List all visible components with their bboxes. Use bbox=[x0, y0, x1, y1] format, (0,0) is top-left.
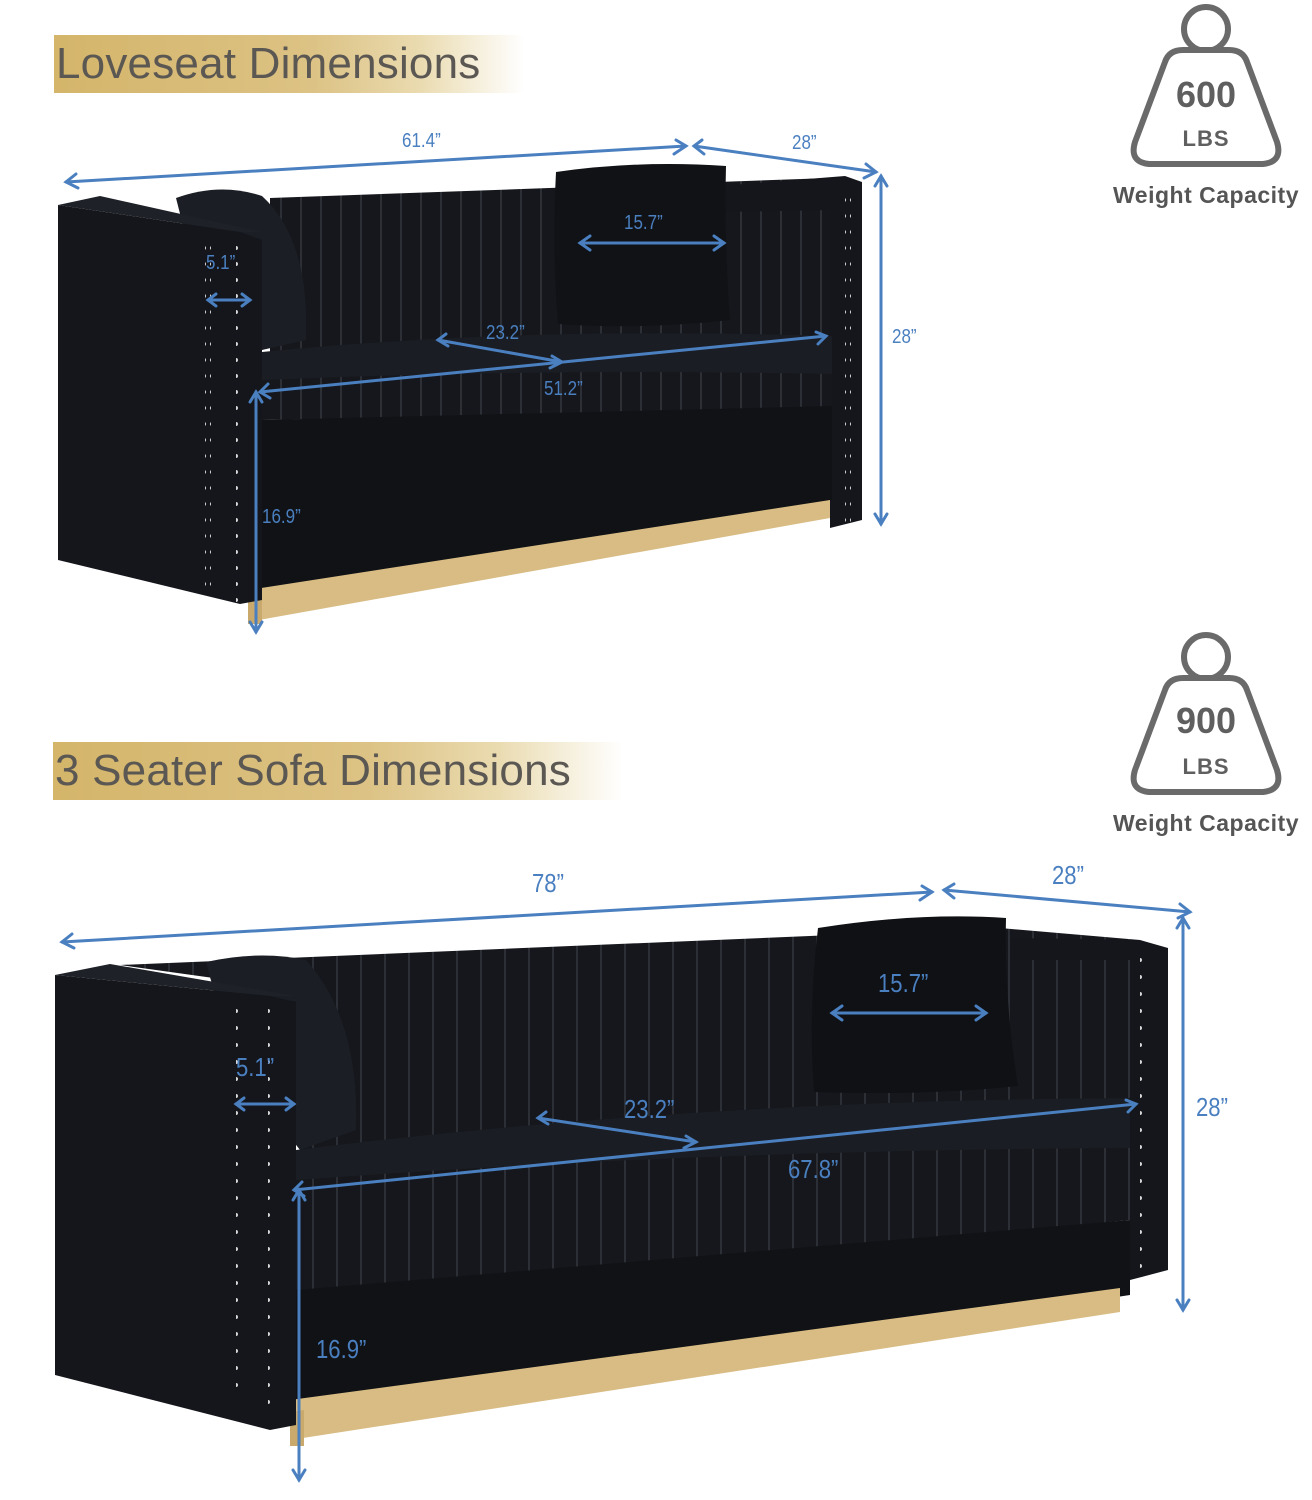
loveseat-arm-width-label: 5.1” bbox=[206, 252, 236, 274]
loveseat-height-label: 28” bbox=[892, 326, 917, 348]
loveseat-overall-width-label: 61.4” bbox=[402, 130, 441, 152]
loveseat-weight-value: 600 bbox=[1175, 74, 1237, 115]
loveseat-weight-label: Weight Capacity bbox=[1113, 182, 1299, 208]
sofa-seat-width-label: 67.8” bbox=[788, 1154, 839, 1184]
sofa-weight-value: 900 bbox=[1175, 700, 1237, 741]
weight-icon bbox=[1130, 632, 1282, 795]
loveseat-seat-height-label: 16.9” bbox=[262, 506, 301, 528]
loveseat-title-banner: Loveseat Dimensions bbox=[54, 35, 524, 93]
loveseat-weight-capacity: 600 LBS Weight Capacity bbox=[1096, 2, 1312, 212]
sofa-weight-label: Weight Capacity bbox=[1113, 810, 1299, 836]
sofa-weight-unit: LBS bbox=[1182, 754, 1230, 779]
loveseat-illustration bbox=[58, 138, 889, 635]
sofa-arm-width-label: 5.1” bbox=[236, 1052, 275, 1082]
sofa-illustration bbox=[55, 882, 1193, 1483]
sofa-pillow-width-label: 15.7” bbox=[878, 968, 929, 998]
sofa-seat-depth-label: 23.2” bbox=[624, 1094, 675, 1124]
loveseat-seat-width-label: 51.2” bbox=[544, 378, 583, 400]
sofa-height-label: 28” bbox=[1196, 1092, 1228, 1122]
sofa-overall-width-label: 78” bbox=[532, 868, 564, 898]
loveseat-seat-depth-label: 23.2” bbox=[486, 322, 525, 344]
loveseat-title: Loveseat Dimensions bbox=[56, 39, 481, 88]
loveseat-weight-unit: LBS bbox=[1182, 126, 1230, 151]
weight-icon bbox=[1130, 4, 1282, 167]
sofa-weight-capacity: 900 LBS Weight Capacity bbox=[1096, 630, 1312, 840]
sofa-title: 3 Seater Sofa Dimensions bbox=[55, 746, 571, 795]
loveseat-depth-label: 28” bbox=[792, 132, 817, 154]
sofa-title-banner: 3 Seater Sofa Dimensions bbox=[53, 742, 623, 800]
sofa-depth-label: 28” bbox=[1052, 860, 1084, 890]
sofa-seat-height-label: 16.9” bbox=[316, 1334, 367, 1364]
loveseat-pillow-width-label: 15.7” bbox=[624, 212, 663, 234]
